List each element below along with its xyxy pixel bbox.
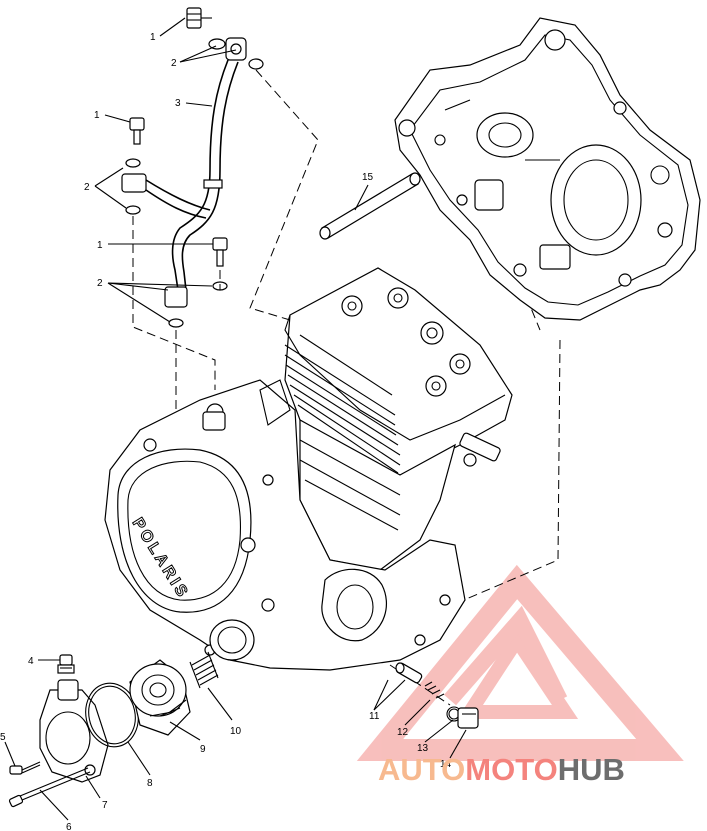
callout-1c: 1 [97,240,103,251]
stator-cover: POLARIS [117,448,252,613]
callout-2a: 2 [171,58,177,69]
watermark-moto: MOTO [465,752,557,787]
dowel-pin [319,172,421,240]
relief-valve-parts [395,662,479,729]
callout-labels: 1 2 3 1 2 1 2 15 4 5 6 7 8 9 10 11 12 13… [0,32,452,831]
callout-7: 7 [102,800,108,811]
oil-filter-parts [8,651,479,808]
engine-block: POLARIS [104,267,513,671]
callout-2b: 2 [84,182,90,193]
cooling-fins [284,334,401,474]
watermark-auto: AUTO [378,752,465,787]
callout-leaders [4,17,467,821]
crankcase-half [394,17,701,321]
callout-15: 15 [362,172,374,183]
callout-1b: 1 [94,110,100,121]
watermark-text: AUTOMOTOHUB [378,752,625,787]
callout-11: 11 [369,711,380,722]
callout-14: 14 [440,759,452,770]
callout-9: 9 [200,744,206,755]
oil-filter [129,659,191,736]
watermark-hub: HUB [558,752,625,787]
oil-line-assembly [121,7,264,328]
callout-8: 8 [147,778,153,789]
filter-spring [189,651,219,689]
callout-12: 12 [397,727,409,738]
callout-4: 4 [28,656,34,667]
callout-6: 6 [66,822,72,831]
callout-10: 10 [230,726,242,737]
callout-3: 3 [175,98,181,109]
watermark-logo [356,564,684,761]
callout-13: 13 [417,743,429,754]
callout-2c: 2 [97,278,103,289]
callout-5: 5 [0,732,6,743]
callout-1a: 1 [150,32,156,43]
